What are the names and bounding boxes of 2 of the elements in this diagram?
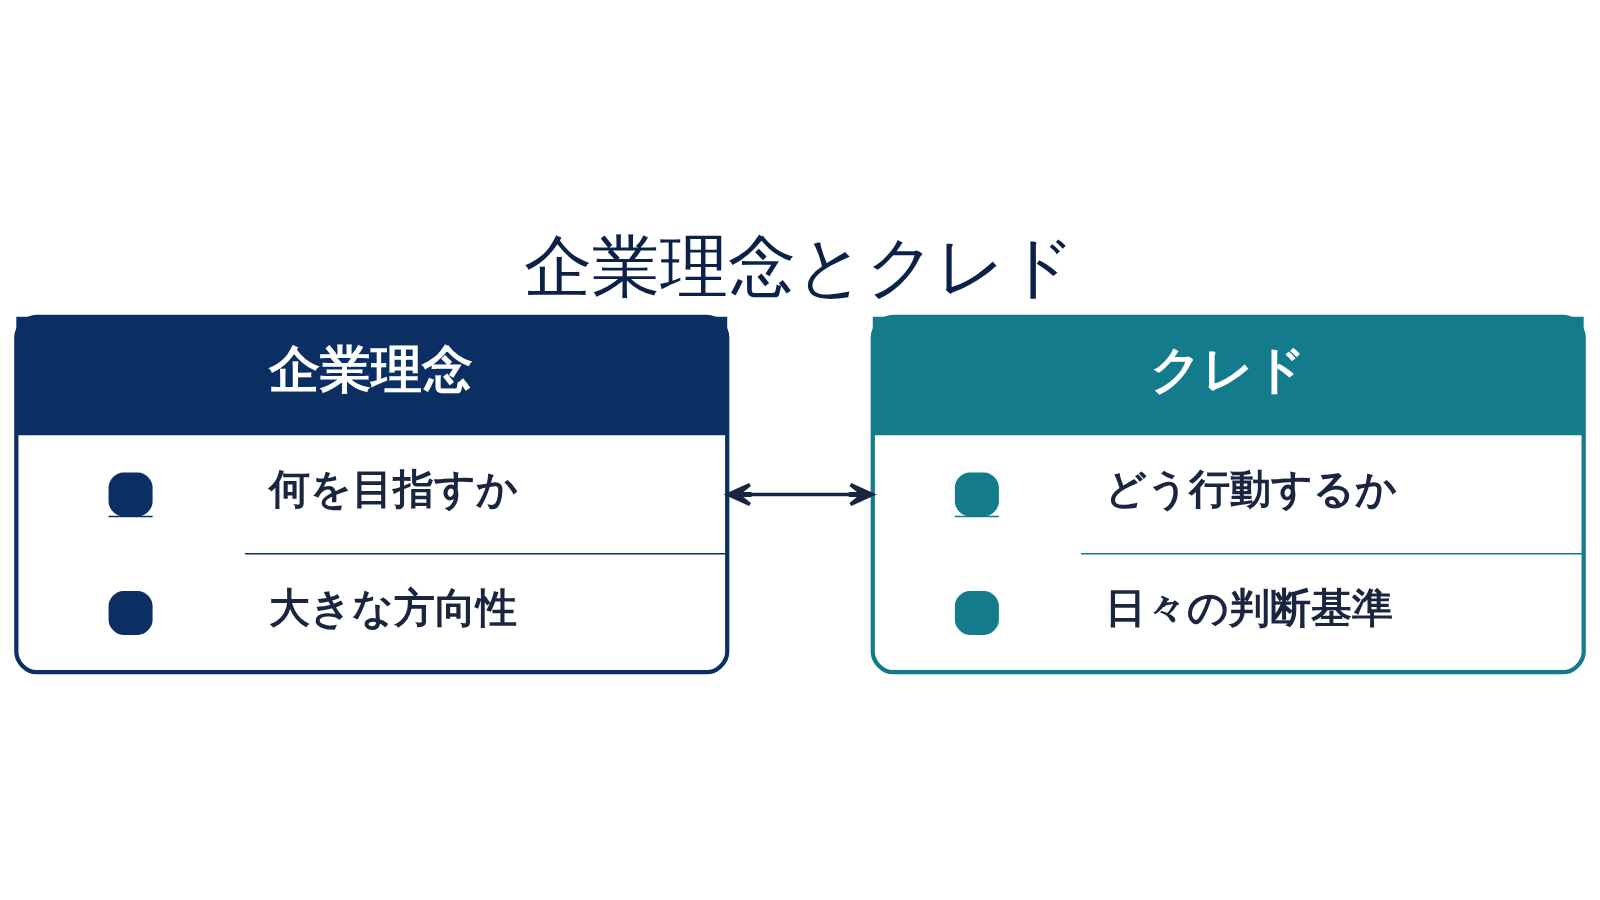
arrow	[726, 482, 875, 506]
diagram-title: 企業理念とクレド	[524, 226, 1076, 306]
